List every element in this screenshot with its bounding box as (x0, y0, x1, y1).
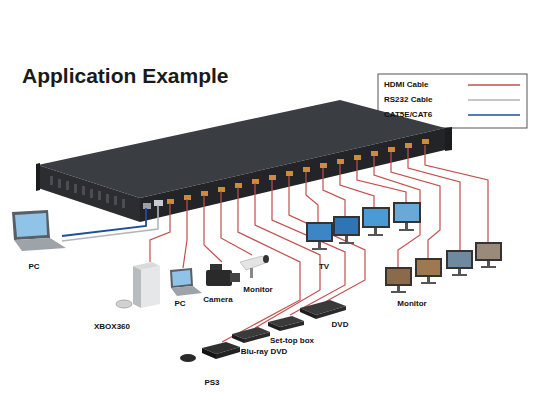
cables (62, 145, 488, 342)
console-icon (116, 262, 160, 308)
device-label: PC (174, 299, 185, 308)
monitor-screens (385, 242, 502, 293)
matrix-switcher (36, 100, 452, 222)
legend-text: HDMI Cable (384, 80, 428, 89)
legend-line (468, 114, 520, 116)
device-label: Blu-ray DVD (241, 347, 288, 356)
legend-text: CAT5E/CAT6 (384, 110, 432, 119)
tv-screens (306, 202, 421, 250)
device-label: TV (319, 262, 329, 271)
device-label: PS3 (204, 378, 219, 387)
laptop-icon (12, 210, 66, 251)
device-label: Set-top box (270, 336, 314, 345)
legend-line (468, 99, 520, 101)
device-label: XBOX360 (94, 322, 130, 331)
player-icons (180, 300, 346, 362)
device-label: Camera (203, 295, 232, 304)
cctv-icon (240, 255, 269, 278)
camera-icon (206, 264, 240, 286)
device-label: PC (28, 262, 39, 271)
legend-line (468, 84, 520, 86)
laptop-icon (170, 268, 202, 296)
device-label: DVD (332, 320, 349, 329)
diagram-title: Application Example (22, 64, 229, 88)
device-label: Monitor (243, 285, 272, 294)
legend-text: RS232 Cable (384, 95, 432, 104)
device-label: Monitor (397, 299, 426, 308)
